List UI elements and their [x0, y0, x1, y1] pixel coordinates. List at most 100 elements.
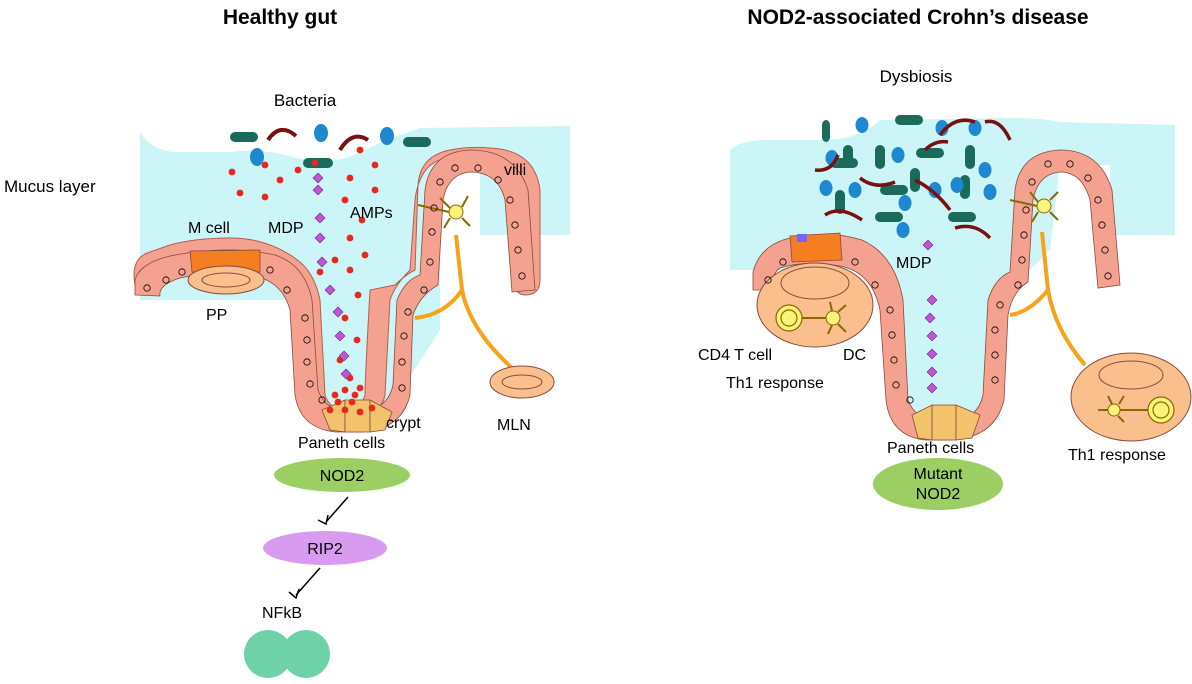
- amp-dot: [236, 189, 244, 197]
- blue-bacterium: [819, 180, 833, 196]
- amp-dot: [354, 291, 362, 299]
- nucleus: [888, 331, 896, 339]
- amp-dot: [356, 146, 364, 154]
- red-bacterium: [338, 134, 370, 152]
- nucleus: [303, 358, 311, 366]
- amp-dot: [368, 404, 376, 412]
- nucleus: [1014, 281, 1022, 289]
- amp-dot: [341, 196, 349, 204]
- amp-dot: [371, 161, 379, 169]
- m-cell-label: M cell: [188, 220, 230, 237]
- nucleus: [996, 301, 1004, 309]
- crypt-wall-left: [134, 149, 536, 433]
- bacteria-cluster-disease: [814, 115, 1012, 240]
- bacteria-label: Bacteria: [274, 91, 337, 110]
- mdp-diamond: [316, 256, 328, 268]
- mdp-diamond: [340, 368, 352, 380]
- red-bacterium: [266, 128, 298, 142]
- pp-label: PP: [206, 307, 227, 324]
- amp-dot: [351, 391, 359, 399]
- mdp-diamonds-disease: [922, 239, 938, 394]
- blue-bacterium: [848, 182, 862, 198]
- nucleus: [428, 228, 436, 236]
- nucleus: [266, 266, 274, 274]
- nucleus: [474, 164, 482, 172]
- nucleus: [851, 258, 859, 266]
- blue-bacterium: [928, 182, 942, 198]
- epithelium-right: [752, 149, 1121, 441]
- blue-bacterium: [891, 147, 905, 163]
- nucleus: [892, 381, 900, 389]
- red-bacterium: [923, 139, 949, 152]
- red-bacterium: [824, 209, 863, 222]
- nucleus: [426, 258, 434, 266]
- nucleus: [906, 396, 914, 404]
- mutant-nod2-oval: [873, 458, 1003, 510]
- green-bacterium: [875, 145, 885, 169]
- green-bacterium: [895, 115, 923, 125]
- amp-dot: [356, 384, 364, 392]
- nfkb-dimer: [244, 630, 330, 678]
- amp-dot: [341, 406, 349, 414]
- mdp-diamonds-healthy: [312, 172, 352, 380]
- cd4-t-cell: [775, 304, 803, 332]
- amp-dot: [356, 408, 364, 416]
- blue-bacterium: [250, 148, 264, 166]
- amp-dot: [316, 268, 324, 276]
- nucleus: [511, 221, 519, 229]
- amp-dot: [334, 398, 342, 406]
- blue-bacterium: [983, 184, 997, 200]
- nucleus: [991, 326, 999, 334]
- nucleus: [178, 268, 186, 276]
- nucleus: [871, 281, 879, 289]
- mucus-layer-label: Mucus layer: [4, 177, 96, 196]
- paneth-cells-healthy: [321, 399, 393, 433]
- nucleus: [514, 246, 522, 254]
- blue-bacterium: [968, 120, 982, 136]
- amp-dot: [311, 159, 319, 167]
- green-bacterium: [965, 145, 975, 169]
- amp-dot: [341, 386, 349, 394]
- mdp-diamond: [312, 172, 324, 184]
- amps-label: AMPs: [350, 205, 393, 222]
- bacteria-cluster-healthy: [230, 124, 431, 168]
- green-bacterium: [875, 212, 903, 222]
- lymph-vessel-healthy: [414, 234, 514, 370]
- amp-dot: [341, 314, 349, 322]
- mdp-diamond: [314, 212, 326, 224]
- nucleus: [1101, 246, 1109, 254]
- mucus-layer: [140, 126, 570, 410]
- red-bacterium: [954, 224, 992, 240]
- nucleus: [1020, 231, 1028, 239]
- blue-bacterium: [380, 127, 394, 145]
- mdp-diamond: [924, 312, 936, 324]
- mdp-diamond: [324, 284, 336, 296]
- disease-panel: NOD2-associated Crohn’s disease: [698, 6, 1192, 510]
- nucleus: [430, 204, 438, 212]
- nod2-oval: [274, 458, 410, 492]
- blue-bacterium: [898, 195, 912, 211]
- m-cell: [189, 249, 261, 273]
- amp-dot: [276, 176, 284, 184]
- nucleus: [1094, 196, 1102, 204]
- mdp-diamond: [922, 239, 934, 251]
- green-bacterium: [948, 212, 976, 222]
- mdp-diamond: [926, 348, 938, 360]
- mdp-diamond: [332, 306, 344, 318]
- mdp-diamond: [334, 330, 346, 342]
- nucleus: [991, 351, 999, 359]
- nfkb-label: NFkB: [262, 605, 302, 622]
- amp-dot: [228, 168, 236, 176]
- nucleus: [283, 286, 291, 294]
- nucleus: [306, 380, 314, 388]
- nucleus: [398, 384, 406, 392]
- arrow-nod2-rip2: [325, 496, 349, 523]
- nucleus: [1028, 178, 1036, 186]
- mdp-diamond: [312, 184, 324, 196]
- amp-dot: [358, 216, 366, 224]
- red-bacterium: [858, 176, 896, 187]
- red-bacterium: [984, 119, 1012, 141]
- dendritic-cell-pp: [802, 301, 847, 335]
- nucleus: [451, 164, 459, 172]
